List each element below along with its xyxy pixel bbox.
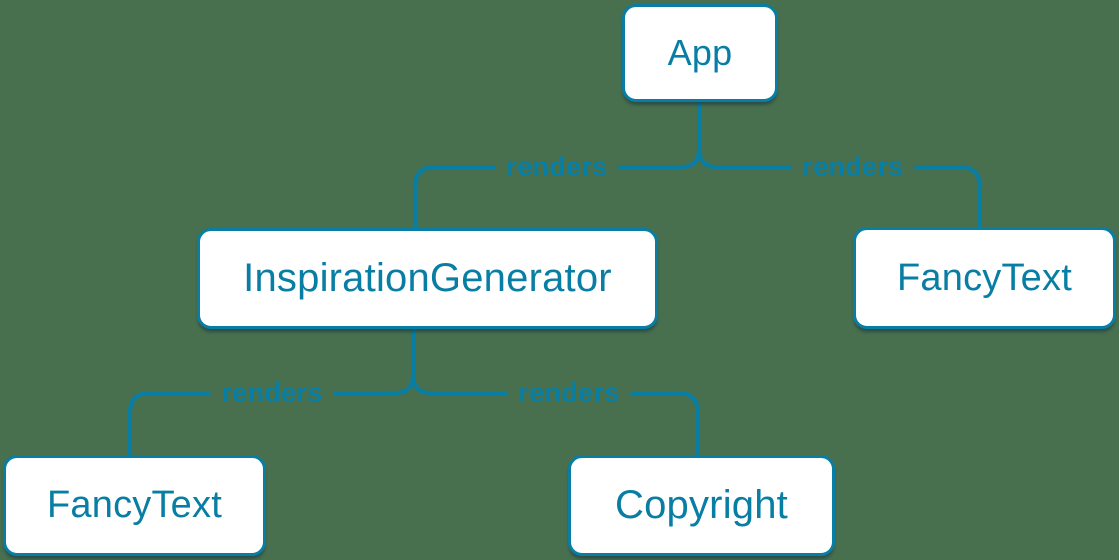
edge-label-renders-inspiration-fancytext: renders [210, 377, 334, 409]
node-app-label: App [667, 32, 733, 73]
node-inspiration-generator: InspirationGenerator [197, 228, 658, 329]
node-fancy-text-bottom: FancyText [3, 455, 266, 556]
edge-label-renders-app-fancytext: renders [791, 151, 915, 183]
node-fancy-text-bottom-label: FancyText [47, 484, 222, 526]
node-copyright-label: Copyright [615, 483, 788, 527]
node-fancy-text-top-label: FancyText [897, 256, 1072, 299]
node-copyright: Copyright [568, 455, 835, 556]
node-fancy-text-top: FancyText [853, 227, 1116, 329]
edge-label-renders-inspiration-copyright: renders [507, 377, 631, 409]
node-app: App [622, 4, 778, 102]
edge-label-renders-app-inspiration: renders [495, 151, 619, 183]
node-inspiration-generator-label: InspirationGenerator [243, 256, 612, 300]
